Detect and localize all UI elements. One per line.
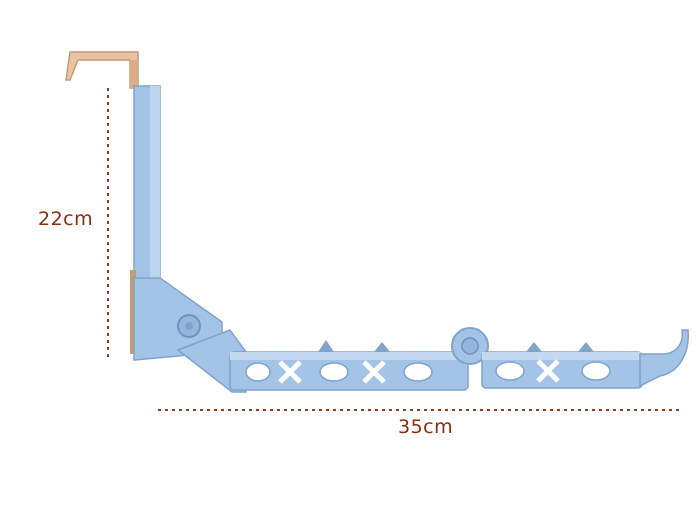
width-label: 35cm bbox=[398, 416, 454, 438]
height-label: 22cm bbox=[38, 208, 94, 230]
hanger-bar-left bbox=[229, 340, 469, 391]
hinge-block bbox=[133, 277, 223, 361]
door-hook bbox=[65, 51, 139, 89]
hanger-bar-right bbox=[481, 342, 643, 389]
end-hook bbox=[639, 329, 689, 388]
center-knob-icon bbox=[451, 327, 489, 365]
